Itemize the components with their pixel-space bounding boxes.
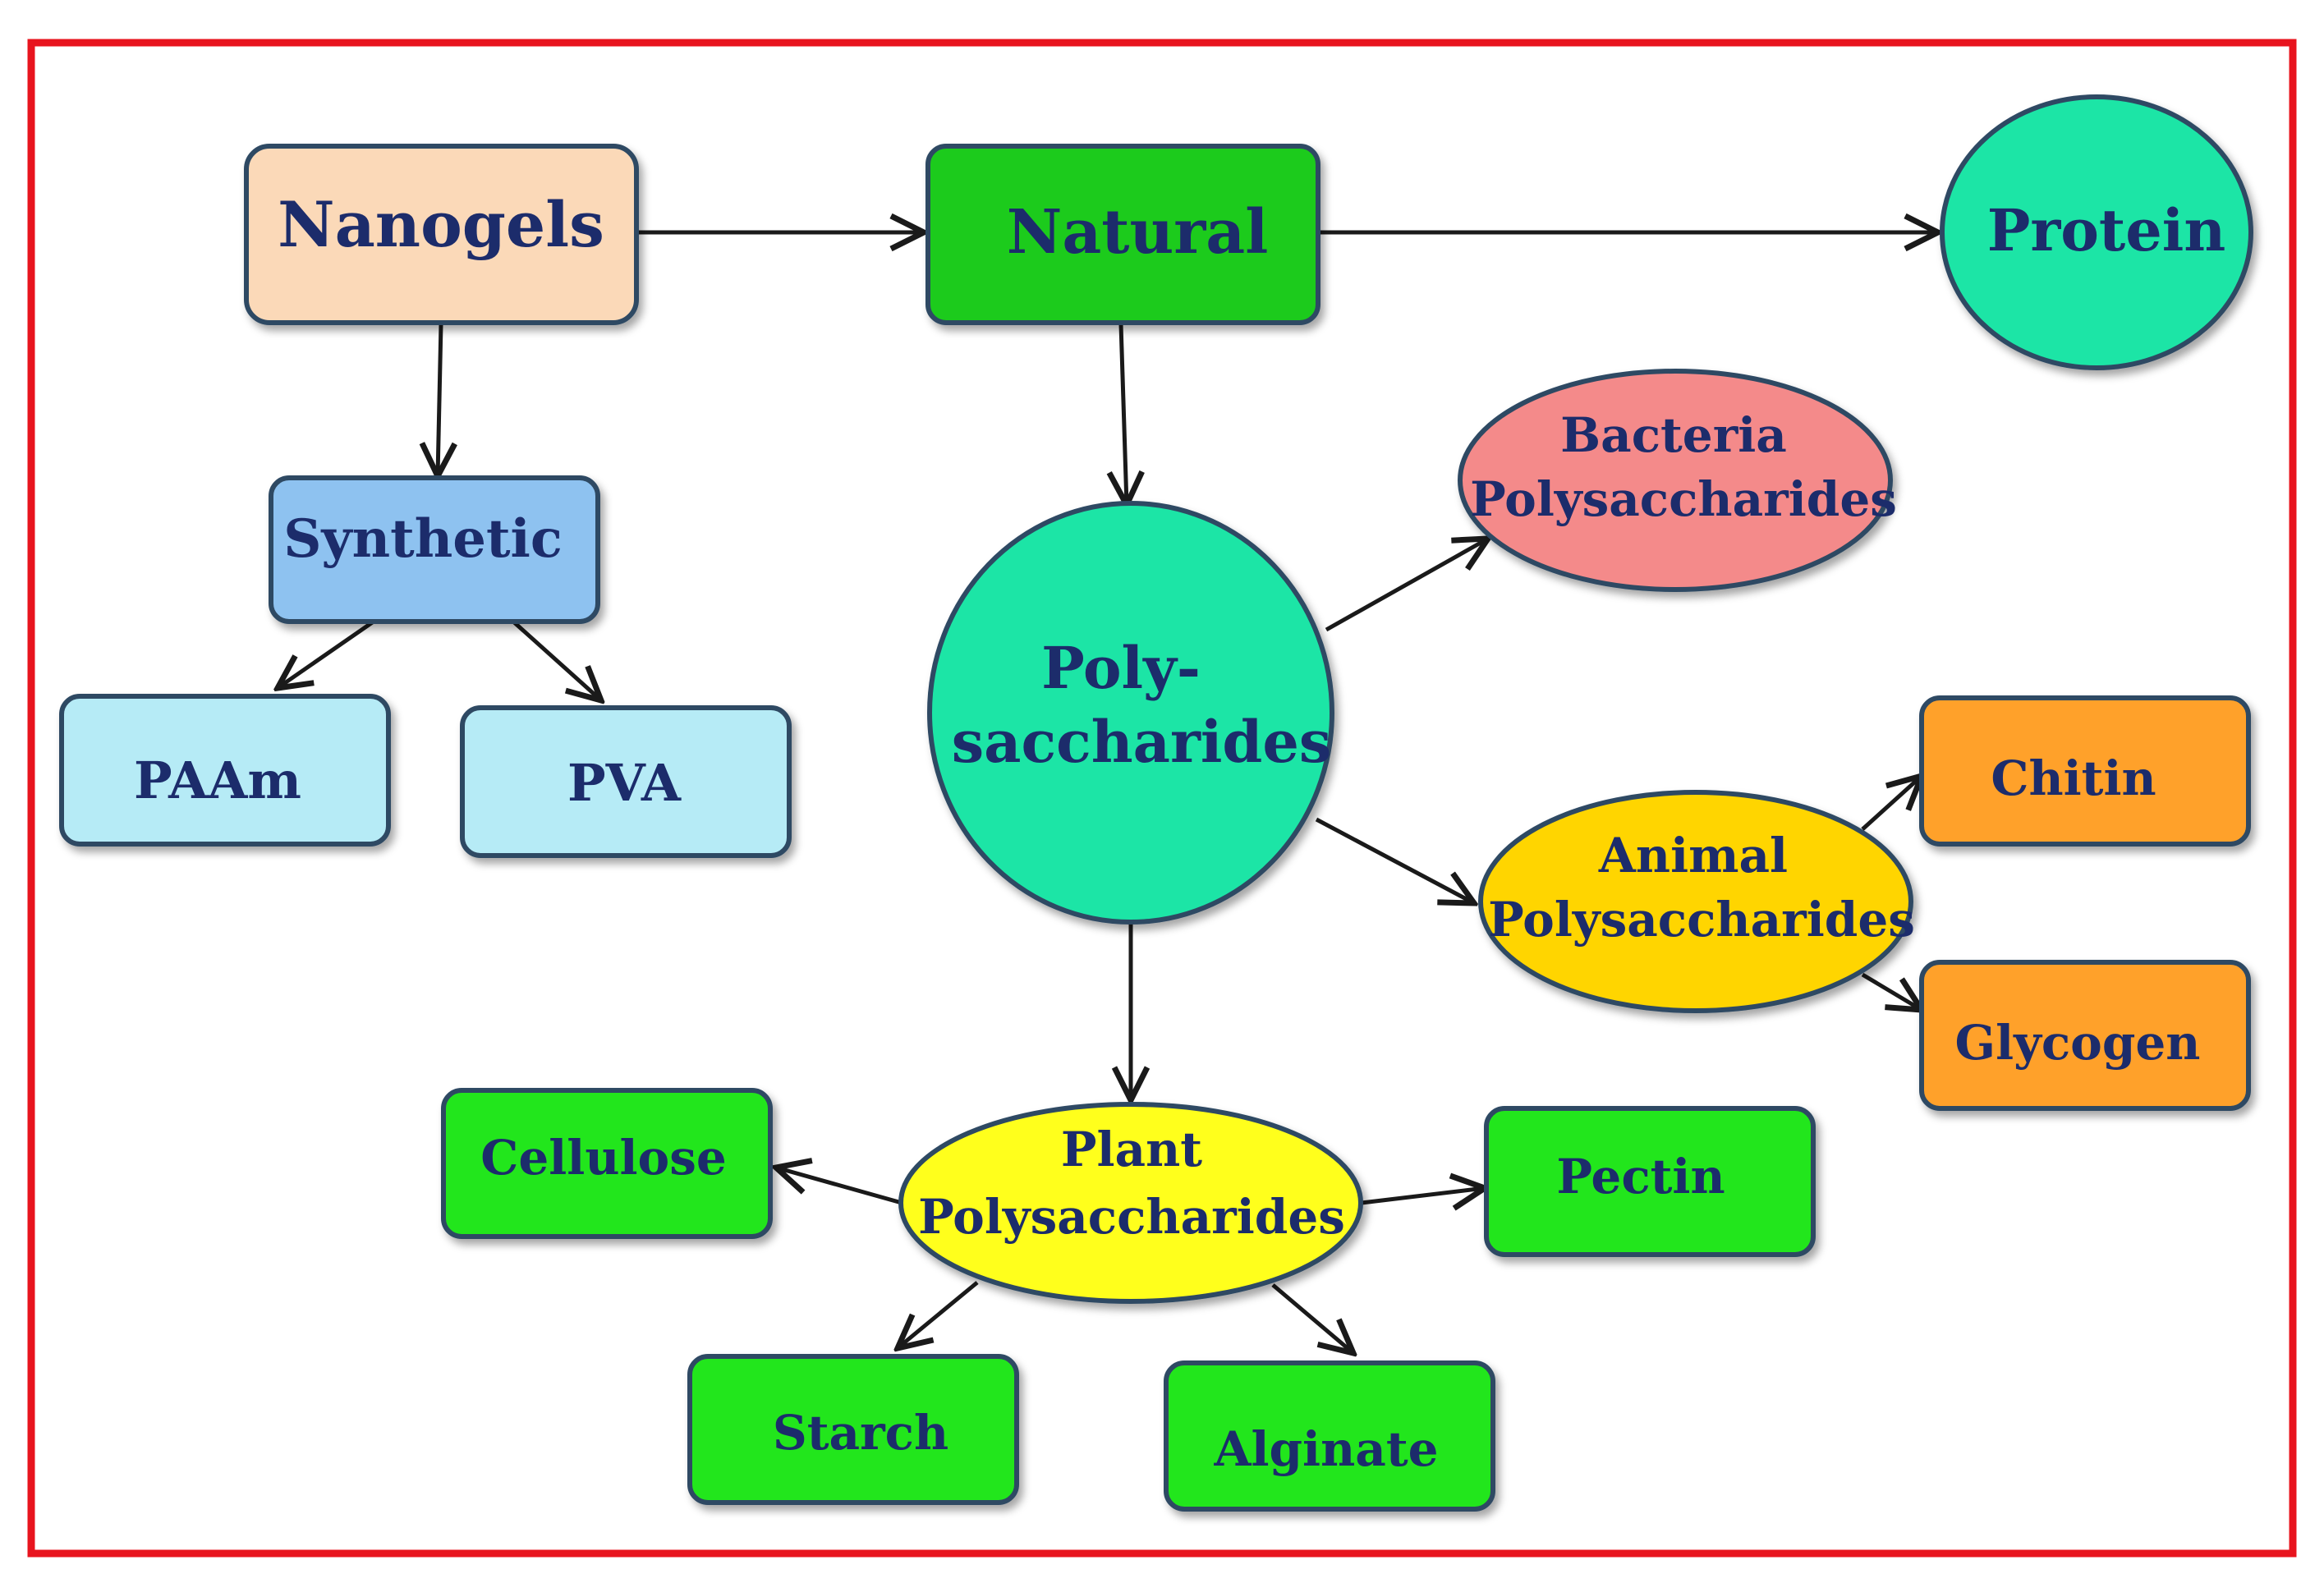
node-label-line1: Animal	[1598, 828, 1788, 883]
node-label: PVA	[567, 753, 682, 813]
node-label-line1: Plant	[1061, 1122, 1202, 1177]
node-shape	[1919, 960, 2251, 1111]
node-bacteria-polysaccharides: Bacteria Polysaccharides	[1458, 369, 1897, 592]
edges	[278, 232, 1938, 1353]
edge-natural-polysaccharides	[1121, 323, 1127, 505]
node-alginate: Alginate	[1164, 1360, 1495, 1512]
node-label-line1: Poly-	[1041, 634, 1201, 702]
node-shape	[269, 475, 600, 624]
edge-synthetic-pva	[503, 613, 601, 700]
node-natural: Natural	[925, 144, 1320, 325]
node-label: Cellulose	[480, 1130, 727, 1186]
node-protein: Protein	[1940, 94, 2253, 370]
node-chitin: Chitin	[1919, 695, 2251, 847]
node-shape	[59, 694, 391, 847]
node-label: Pectin	[1556, 1149, 1725, 1204]
node-shape	[1940, 94, 2253, 370]
edge-nanogels-synthetic	[438, 323, 441, 476]
node-label: Starch	[773, 1405, 948, 1461]
node-shape	[925, 144, 1320, 325]
node-label: PAAm	[134, 750, 301, 810]
node-pectin: Pectin	[1484, 1106, 1816, 1257]
node-label-line2: Polysaccharides	[1488, 892, 1915, 948]
node-shape	[1484, 1106, 1816, 1257]
node-shape	[1164, 1360, 1495, 1512]
node-label-line2: saccharides	[952, 708, 1332, 776]
node-paam: PAAm	[59, 694, 391, 847]
node-cellulose: Cellulose	[441, 1088, 773, 1239]
node-shape	[927, 501, 1334, 925]
node-label: Glycogen	[1955, 1015, 2201, 1071]
node-label-line2: Polysaccharides	[918, 1189, 1345, 1245]
node-polysaccharides: Poly- saccharides	[927, 501, 1334, 925]
node-label: Protein	[1987, 196, 2226, 264]
edge-plant-starch	[898, 1281, 979, 1348]
node-label: Natural	[1007, 197, 1269, 268]
edge-animal-chitin	[1861, 776, 1922, 831]
node-label: Nanogels	[278, 188, 604, 261]
edge-synthetic-paam	[278, 613, 384, 688]
node-label: Chitin	[1991, 750, 2156, 806]
node-label-line2: Polysaccharides	[1470, 471, 1897, 527]
node-shape	[460, 705, 792, 858]
edge-polysaccharides-bacteria	[1325, 539, 1488, 632]
node-shape	[898, 1102, 1363, 1304]
node-plant-polysaccharides: Plant Polysaccharides	[898, 1102, 1363, 1304]
node-shape	[1919, 695, 2251, 847]
node-nanogels: Nanogels	[244, 144, 639, 325]
edge-polysaccharides-animal	[1315, 817, 1474, 903]
node-shape	[1458, 369, 1893, 592]
node-shape	[1478, 790, 1913, 1013]
node-label-line1: Bacteria	[1560, 407, 1787, 463]
node-starch: Starch	[687, 1354, 1019, 1505]
edge-plant-pectin	[1361, 1188, 1485, 1203]
node-synthetic: Synthetic	[269, 475, 600, 624]
node-glycogen: Glycogen	[1919, 960, 2251, 1111]
node-animal-polysaccharides: Animal Polysaccharides	[1478, 790, 1915, 1013]
node-shape	[687, 1354, 1019, 1505]
node-label: Alginate	[1213, 1421, 1438, 1477]
node-shape	[244, 144, 639, 325]
edge-plant-alginate	[1271, 1283, 1353, 1353]
edge-plant-cellulose	[776, 1168, 903, 1205]
node-shape	[441, 1088, 773, 1239]
node-label: Synthetic	[283, 508, 563, 570]
node-pva: PVA	[460, 705, 792, 858]
edge-animal-glycogen	[1861, 972, 1922, 1010]
